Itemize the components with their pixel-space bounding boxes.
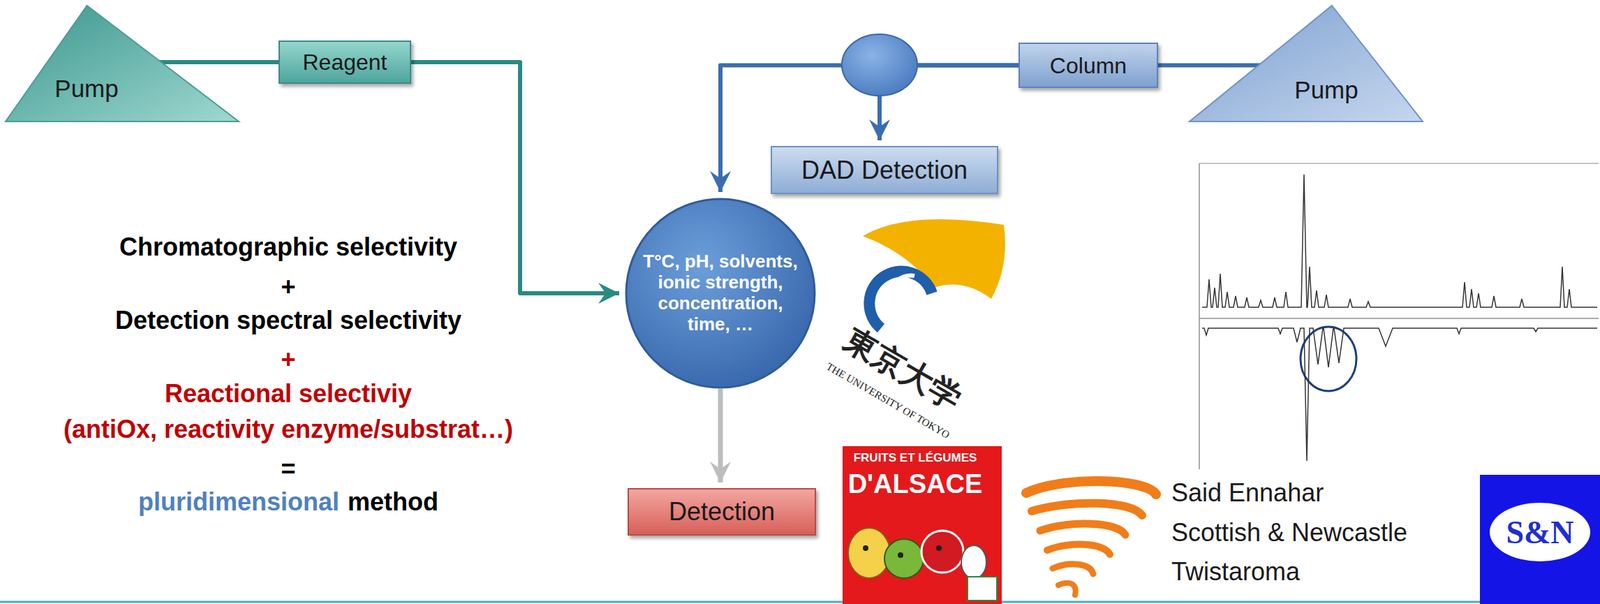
chart-frame [1199, 162, 1599, 165]
chart-frame [1198, 163, 1200, 470]
triangle-shape [1189, 5, 1423, 122]
flow-connector [1158, 63, 1261, 68]
swirl-stroke [1040, 523, 1126, 535]
selectivity-line: Reactional selectiviy [164, 379, 412, 408]
selectivity-note: (antiOx, reactivity enzyme/substrat…) [63, 415, 514, 444]
alsace-logo [842, 446, 1002, 604]
swirl-stroke [1052, 564, 1094, 574]
chromatogram [1199, 163, 1599, 470]
swirl-stroke [1047, 544, 1110, 555]
selectivity-line: Detection spectral selectivity [115, 306, 462, 335]
text-row: pluridimensionalmethod [5, 485, 572, 519]
text-row: Detection spectral selectivity [5, 303, 572, 338]
figure-eye [862, 545, 869, 551]
cabbage-figure [884, 538, 924, 579]
partner-name: Twistaroma [1171, 557, 1300, 586]
figure-eye [897, 552, 904, 558]
ginkgo-ring-gap [890, 275, 915, 318]
sn-oval [1489, 502, 1591, 562]
potato-figure [848, 527, 891, 579]
chromatogram-trace [1202, 328, 1598, 461]
apple-figure [921, 530, 964, 573]
node-label: Column [1049, 52, 1127, 79]
node-label: DAD Detection [801, 155, 968, 185]
flow-connector [718, 388, 724, 483]
chart-divider [1199, 317, 1599, 320]
terroir-badge [967, 576, 997, 601]
alsace-ground [842, 446, 1002, 604]
sn-ground [1479, 474, 1600, 604]
logo-text: FRUITS ET LÉGUMES [853, 451, 978, 465]
tokyo-logo [862, 219, 1006, 329]
logo-text: 東京大学 [839, 321, 969, 417]
node-label: Reagent [302, 49, 388, 76]
logo-text: S&N [1505, 515, 1574, 551]
reaction-circle: T°C, pH, solvents, ionic strength, conce… [624, 197, 817, 389]
result-word: pluridimensional [138, 487, 340, 516]
text-row: (antiOx, reactivity enzyme/substrat…) [5, 412, 572, 447]
twistaroma-logo [1026, 480, 1157, 595]
text-row: = [5, 452, 572, 486]
column-box: Column [1018, 42, 1159, 88]
text-row: Reactional selectiviy [5, 376, 572, 411]
pump-triangle: Pump [4, 4, 240, 123]
swirl-stroke [1026, 480, 1157, 495]
text-row: + [5, 342, 572, 377]
shape-outline [4, 4, 240, 123]
result-word: method [347, 487, 439, 516]
detector-box: Detection [627, 487, 817, 536]
partner-name: Said Ennahar [1171, 478, 1324, 507]
operator-sign: + [280, 345, 296, 374]
operator-sign: = [280, 455, 296, 484]
node-label: Detection [668, 497, 775, 526]
text-row: Chromatographic selectivity [5, 230, 572, 264]
bottom-rule [0, 601, 1600, 604]
detector-box: DAD Detection [770, 145, 999, 195]
injection-valve [841, 34, 918, 96]
text-row: + [5, 270, 572, 304]
figure-eye [936, 545, 942, 551]
node-label: Pump [54, 74, 118, 103]
circle-shape [626, 198, 815, 388]
flow-connector [158, 60, 279, 65]
pump-triangle: Pump [1188, 4, 1424, 123]
node-label: Pump [1294, 76, 1358, 105]
reagent-box: Reagent [278, 40, 412, 84]
logo-text: D'ALSACE [848, 469, 983, 500]
onion-figure [961, 545, 987, 579]
swirl-stroke [1031, 503, 1143, 516]
sn-logo [1479, 474, 1600, 604]
swirl-stroke [1058, 582, 1076, 595]
operator-sign: + [280, 272, 296, 301]
shape-outline [1188, 4, 1424, 123]
chromatogram-trace [1202, 174, 1598, 308]
partner-name: Scottish & Newcastle [1171, 518, 1408, 547]
node-label: T°C, pH, solvents, ionic strength, conce… [641, 251, 800, 336]
triangle-shape [5, 5, 239, 122]
ginkgo-ring [869, 271, 932, 329]
selectivity-line: Chromatographic selectivity [119, 233, 458, 262]
